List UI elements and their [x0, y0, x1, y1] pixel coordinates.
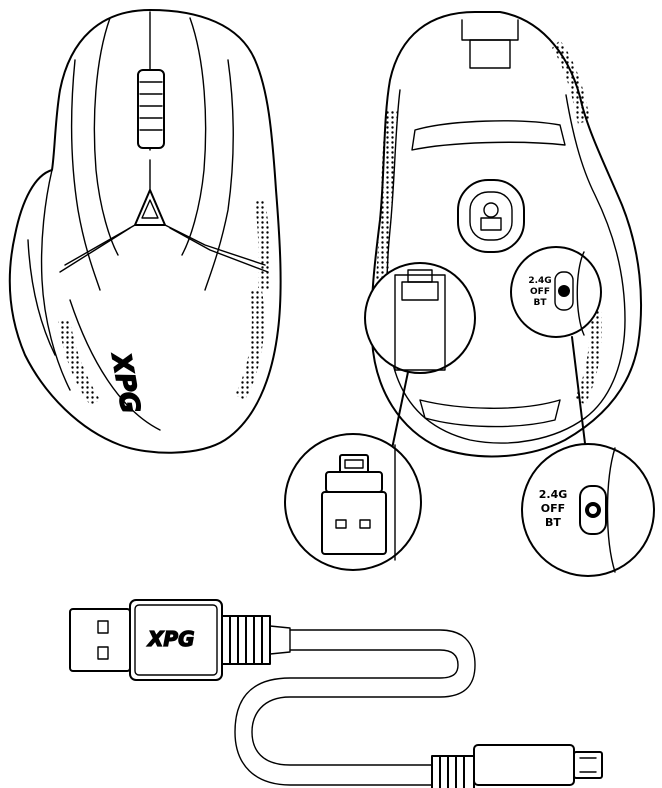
- xpg-logo: XPG: [145, 626, 195, 651]
- switch-label-off: OFF: [530, 287, 550, 297]
- switch-label-2-4g: 2.4G: [528, 276, 551, 286]
- svg-text:XPG: XPG: [146, 627, 195, 651]
- mouse-top-view: XPG: [8, 9, 282, 454]
- svg-text:XPG: XPG: [105, 349, 145, 416]
- zoom-switch-label-bt: BT: [545, 516, 561, 529]
- switch-label-bt: BT: [534, 298, 548, 308]
- mouse-bottom-view: 2.4G OFF BT: [364, 11, 643, 458]
- usb-receiver-detail: [284, 433, 422, 571]
- zoom-switch-label-2-4g: 2.4G: [539, 488, 568, 501]
- zoom-switch-label-off: OFF: [541, 502, 565, 515]
- mode-switch-detail: 2.4G OFF BT: [521, 443, 655, 577]
- usb-cable: XPG: [69, 599, 603, 788]
